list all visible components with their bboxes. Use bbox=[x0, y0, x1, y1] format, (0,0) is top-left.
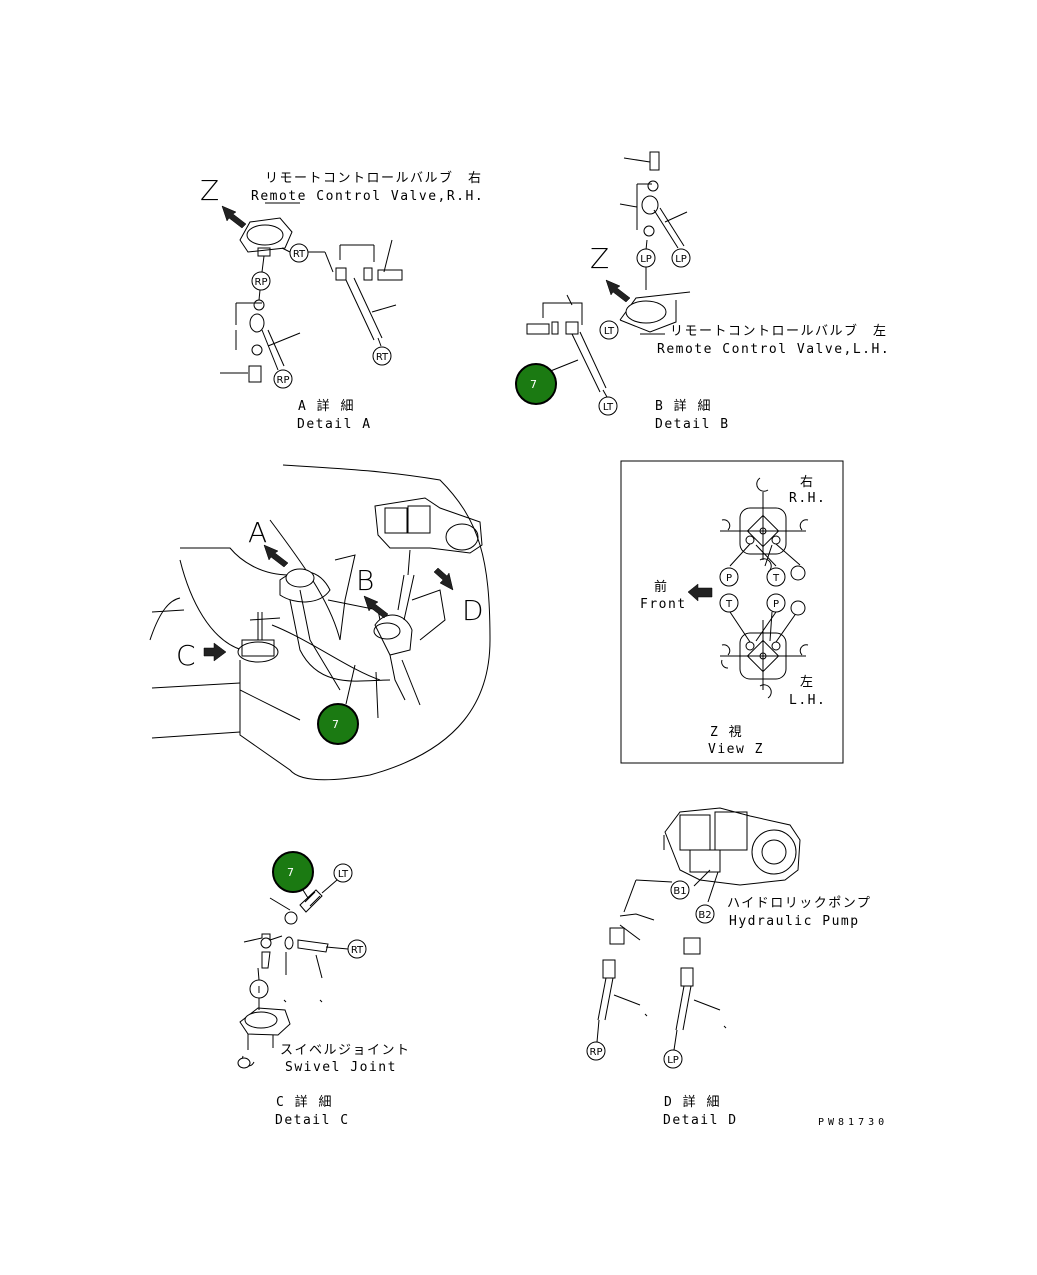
svg-text:RP: RP bbox=[277, 375, 290, 386]
detail-b: Z リモートコントロールバルブ 左 Remote Control Valve,L… bbox=[515, 151, 890, 432]
svg-text:B1: B1 bbox=[673, 886, 686, 897]
svg-text:T: T bbox=[772, 573, 780, 584]
direction-arrow-icon bbox=[203, 642, 227, 662]
part-badge-7-label: 7 bbox=[530, 378, 537, 391]
drawing-code: PW81730 bbox=[818, 1117, 888, 1128]
svg-text:LT: LT bbox=[338, 869, 349, 880]
view-z-lh-jp: 左 bbox=[800, 675, 815, 690]
port-t-lh: T bbox=[719, 593, 739, 613]
detail-a-title-en: Detail A bbox=[297, 417, 372, 432]
detail-b-title-en: Detail B bbox=[655, 417, 730, 432]
detail-c: 7 LT RT I スイベルジョイント Swivel Joint C 詳 細 D… bbox=[237, 851, 411, 1128]
callout-rt-c: RT bbox=[347, 939, 367, 959]
detail-a-title-jp: A 詳 細 bbox=[298, 398, 355, 414]
callout-rt-1: RT bbox=[289, 243, 309, 263]
callout-b1: B1 bbox=[670, 880, 690, 900]
svg-text:RT: RT bbox=[293, 249, 306, 260]
part-badge-7-detail-c[interactable] bbox=[272, 851, 314, 893]
view-z-letter-a: Z bbox=[200, 174, 219, 207]
callout-lp-d: LP bbox=[663, 1049, 683, 1069]
svg-text:LP: LP bbox=[675, 254, 687, 265]
part-badge-7-label: 7 bbox=[287, 866, 294, 879]
callout-lt-2: LT bbox=[598, 396, 618, 416]
machine-overview: A B C D 7 bbox=[149, 464, 491, 781]
view-z-frame bbox=[620, 460, 844, 764]
direction-arrow-icon bbox=[221, 205, 247, 229]
overview-letter-b: B bbox=[356, 564, 374, 597]
callout-lp-2: LP bbox=[671, 248, 691, 268]
callout-rp-d: RP bbox=[586, 1041, 606, 1061]
rh-valve-top-view bbox=[720, 477, 809, 573]
rcv-rh-label-en: Remote Control Valve,R.H. bbox=[251, 189, 484, 204]
callout-lt-c: LT bbox=[333, 863, 353, 883]
svg-text:B2: B2 bbox=[698, 910, 711, 921]
callout-rp-1: RP bbox=[251, 271, 271, 291]
overview-letter-a: A bbox=[248, 516, 267, 549]
part-badge-7-label: 7 bbox=[332, 718, 339, 731]
direction-arrow-icon bbox=[433, 567, 454, 591]
view-z-title-jp: Z 視 bbox=[710, 725, 743, 740]
svg-text:LT: LT bbox=[603, 402, 614, 413]
part-badge-7-overview[interactable] bbox=[317, 703, 359, 745]
callout-rp-2: RP bbox=[273, 369, 293, 389]
direction-arrow-icon bbox=[605, 279, 631, 303]
detail-b-title-jp: B 詳 細 bbox=[655, 398, 712, 414]
port-blank-rh bbox=[790, 565, 806, 581]
detail-d-title-en: Detail D bbox=[663, 1113, 738, 1128]
view-z-title-en: View Z bbox=[708, 742, 764, 757]
view-z-rh-en: R.H. bbox=[789, 491, 826, 506]
overview-letter-c: C bbox=[176, 639, 196, 672]
svg-text:I: I bbox=[258, 985, 261, 996]
callout-b2: B2 bbox=[695, 904, 715, 924]
svg-text:LP: LP bbox=[667, 1055, 679, 1066]
view-z-front-jp: 前 bbox=[654, 579, 669, 595]
detail-c-title-en: Detail C bbox=[275, 1113, 350, 1128]
callout-lp-1: LP bbox=[636, 248, 656, 268]
front-arrow-icon bbox=[687, 583, 713, 602]
svg-text:T: T bbox=[725, 599, 733, 610]
svg-text:RP: RP bbox=[255, 277, 268, 288]
svg-text:RT: RT bbox=[351, 945, 364, 956]
detail-a: Z リモートコントロールバルブ 右 Remote Control Valve,R… bbox=[200, 170, 484, 432]
rcv-rh-label-jp: リモートコントロールバルブ 右 bbox=[265, 170, 483, 186]
detail-d: B1 B2 RP LP ハイドロリックポンプ Hydraulic Pump D … bbox=[586, 807, 871, 1128]
detail-c-title-jp: C 詳 細 bbox=[276, 1094, 333, 1110]
direction-arrow-icon bbox=[263, 544, 289, 568]
lh-valve-top-view bbox=[720, 611, 809, 699]
hydraulic-pump-label-jp: ハイドロリックポンプ bbox=[727, 896, 871, 911]
part-badge-7-detail-b[interactable] bbox=[515, 363, 557, 405]
svg-text:LP: LP bbox=[640, 254, 652, 265]
port-t-rh: T bbox=[766, 567, 786, 587]
swivel-joint-label-jp: スイベルジョイント bbox=[280, 1043, 411, 1058]
overview-letter-d: D bbox=[462, 594, 484, 627]
rcv-lh-label-en: Remote Control Valve,L.H. bbox=[657, 342, 890, 357]
port-p-lh: P bbox=[766, 593, 786, 613]
port-p-rh: P bbox=[719, 567, 739, 587]
svg-text:P: P bbox=[726, 573, 732, 584]
callout-lt-1: LT bbox=[599, 320, 619, 340]
rcv-lh-label-jp: リモートコントロールバルブ 左 bbox=[670, 323, 888, 339]
detail-d-title-jp: D 詳 細 bbox=[664, 1094, 721, 1110]
port-blank-lh bbox=[790, 600, 806, 616]
svg-text:RP: RP bbox=[590, 1047, 603, 1058]
svg-text:LT: LT bbox=[604, 326, 615, 337]
view-z-front-en: Front bbox=[640, 597, 687, 612]
view-z-rh-jp: 右 bbox=[800, 475, 815, 490]
swivel-joint-label-en: Swivel Joint bbox=[285, 1060, 397, 1075]
view-z-lh-en: L.H. bbox=[789, 693, 826, 708]
callout-i-c: I bbox=[249, 979, 269, 999]
svg-text:RT: RT bbox=[376, 352, 389, 363]
view-z-panel: 右 R.H. 左 L.H. P T T bbox=[620, 460, 844, 764]
direction-arrow-icon bbox=[363, 595, 389, 619]
view-z-letter-b: Z bbox=[590, 242, 609, 275]
svg-text:P: P bbox=[773, 599, 779, 610]
hydraulic-pump-label-en: Hydraulic Pump bbox=[729, 914, 860, 929]
callout-rt-2: RT bbox=[372, 346, 392, 366]
